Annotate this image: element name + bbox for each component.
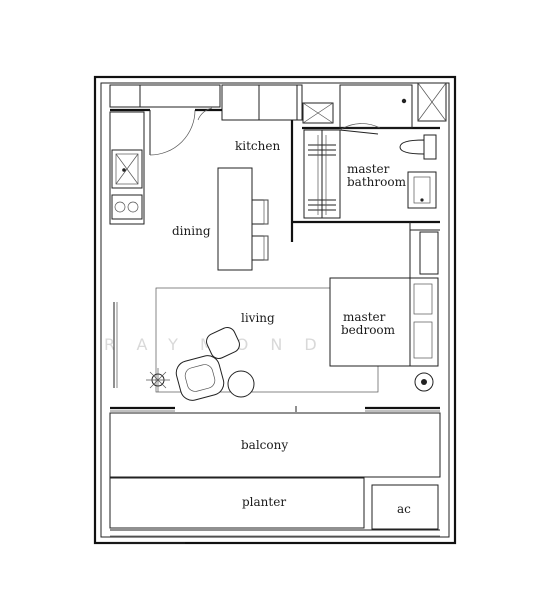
ac-ledge (371, 484, 439, 530)
label-planter: planter (242, 495, 286, 509)
label-ac: ac (397, 502, 411, 516)
shower (407, 171, 437, 209)
balcony-sliding-door (110, 406, 440, 412)
side-table (227, 370, 255, 398)
label-balcony: balcony (241, 438, 288, 452)
bathroom-door (339, 123, 381, 135)
label-dining: dining (172, 224, 211, 238)
bedside-lamp (414, 372, 434, 392)
top-cabinets (109, 84, 303, 121)
balcony-area (109, 412, 441, 478)
toilet (399, 134, 437, 160)
lounge-chair-2 (175, 355, 225, 401)
floor-lamp-icon (146, 368, 170, 392)
kitchen-counter (109, 111, 145, 225)
kitchen-door (110, 107, 222, 156)
label-master-bathroom-1: master (347, 162, 390, 176)
lounge-chair-1 (206, 327, 240, 359)
label-living: living (241, 311, 275, 325)
wardrobe (303, 129, 341, 219)
bed (329, 277, 439, 367)
dining-island (217, 167, 269, 271)
planter-box (109, 477, 365, 529)
stool (251, 235, 269, 261)
cooktop (111, 194, 143, 220)
bottom-glazing (110, 529, 440, 544)
bathroom-walls (290, 82, 447, 242)
outer-walls (93, 75, 457, 545)
label-master-bedroom-1: master (343, 310, 386, 324)
right-corridor (409, 222, 440, 278)
label-master-bathroom-2: bathroom (347, 175, 407, 189)
stool (251, 199, 269, 225)
label-kitchen: kitchen (235, 139, 280, 153)
label-master-bedroom-2: bedroom (341, 323, 396, 337)
